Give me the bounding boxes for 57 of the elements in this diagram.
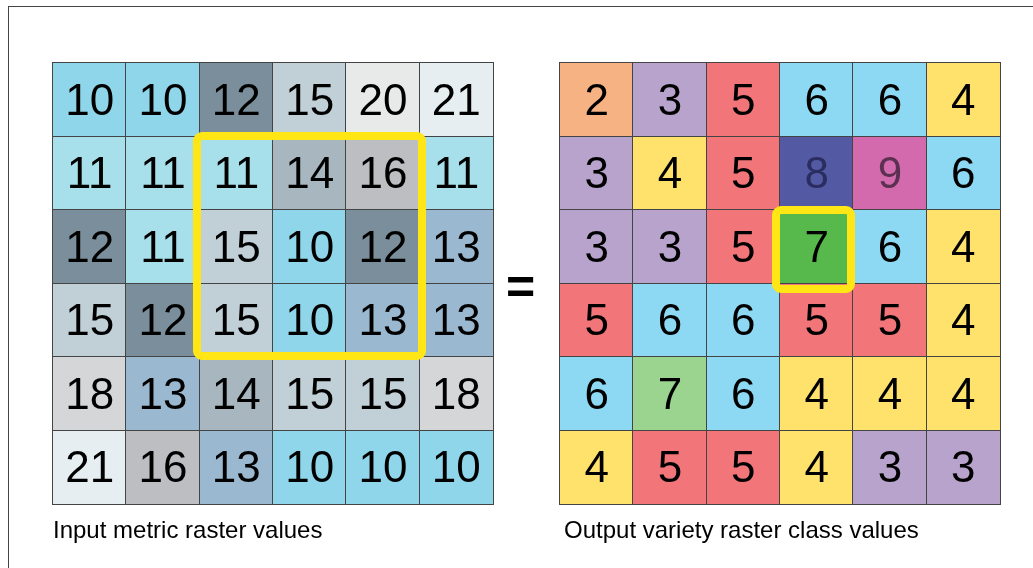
grid-cell: 4 (560, 430, 634, 504)
grid-cell: 12 (53, 210, 127, 284)
grid-cell: 18 (53, 357, 127, 431)
grid-cell: 10 (346, 430, 420, 504)
grid-cell: 15 (346, 357, 420, 431)
grid-cell: 2 (560, 63, 634, 137)
grid-cell: 3 (633, 210, 707, 284)
grid-cell: 5 (560, 283, 634, 357)
grid-cell: 7 (633, 357, 707, 431)
grid-cell: 15 (199, 210, 273, 284)
grid-cell: 3 (560, 136, 634, 210)
grid-cell: 6 (853, 63, 927, 137)
grid-cell: 6 (560, 357, 634, 431)
grid-cell: 6 (706, 283, 780, 357)
grid-cell: 8 (780, 136, 854, 210)
grid-cell: 6 (780, 63, 854, 137)
caption: Output variety raster class values (564, 516, 919, 544)
grid-cell: 21 (53, 430, 127, 504)
grid-cell: 10 (419, 430, 493, 504)
grid-cell: 6 (853, 210, 927, 284)
grid-cell: 13 (126, 357, 200, 431)
grid-cell: 4 (780, 430, 854, 504)
grid-cell: 3 (853, 430, 927, 504)
grid-cell: 4 (853, 357, 927, 431)
grid-cell: 4 (926, 283, 1000, 357)
grid-cell: 10 (273, 430, 347, 504)
grid-cell: 3 (560, 210, 634, 284)
grid-cell: 6 (633, 283, 707, 357)
grid-cell: 13 (199, 430, 273, 504)
grid-cell: 5 (853, 283, 927, 357)
grid-cell: 12 (346, 210, 420, 284)
grid-cell: 10 (273, 210, 347, 284)
grid-cell: 4 (780, 357, 854, 431)
grid-cell: 9 (853, 136, 927, 210)
grid-cell: 6 (706, 357, 780, 431)
grid-cell: 15 (53, 283, 127, 357)
grid-cell: 3 (926, 430, 1000, 504)
grid-cell: 5 (633, 430, 707, 504)
grid-cell: 5 (706, 63, 780, 137)
grid-cell: 15 (273, 357, 347, 431)
grid-cell: 21 (419, 63, 493, 137)
grid-cell: 14 (199, 357, 273, 431)
equals-sign: = (506, 258, 536, 316)
grid-cell: 16 (126, 430, 200, 504)
grid-cell: 4 (633, 136, 707, 210)
grid-cell: 6 (926, 136, 1000, 210)
grid-cell: 10 (53, 63, 127, 137)
grid-cell: 11 (53, 136, 127, 210)
grid-cell: 10 (126, 63, 200, 137)
grid-cell: 3 (633, 63, 707, 137)
grid-cell: 5 (706, 136, 780, 210)
grid-cell: 5 (706, 430, 780, 504)
grid-cell: 4 (926, 357, 1000, 431)
grid-cell: 4 (926, 63, 1000, 137)
grid-cell: 4 (926, 210, 1000, 284)
grid-cell: 18 (419, 357, 493, 431)
caption: Input metric raster values (53, 516, 323, 544)
